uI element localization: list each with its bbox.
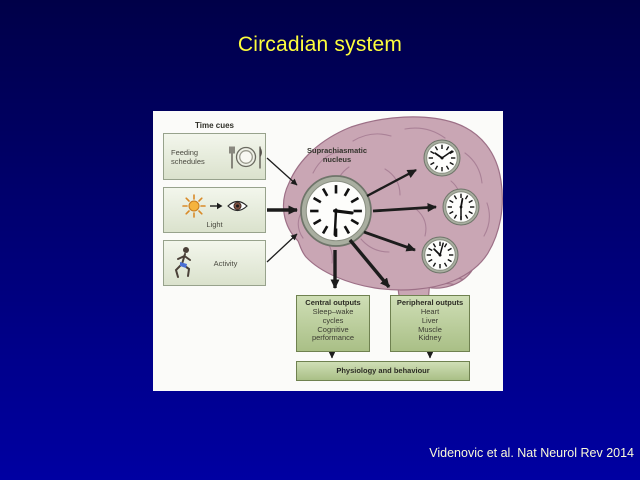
physiology-behaviour-box: Physiology and behaviour <box>296 361 470 381</box>
arrow-activity-to-brain <box>266 233 298 263</box>
peripheral-outputs-box: Peripheral outputs Heart Liver Muscle Ki… <box>390 295 470 352</box>
arrow-clock-to-peripheral-outputs <box>348 238 391 289</box>
arrow-clock-to-bottom-clock <box>363 230 416 252</box>
peripheral-clock-bottom <box>421 236 459 274</box>
peripheral-outputs-title: Peripheral outputs <box>396 298 464 307</box>
diagram-panel: Time cues Feeding schedules <box>153 111 503 391</box>
arrow-feeding-to-brain <box>266 157 298 186</box>
central-outputs-box: Central outputs Sleep–wake cycles Cognit… <box>296 295 370 352</box>
runner-icon <box>174 247 191 278</box>
feeding-schedules-label: Feeding schedules <box>171 147 205 166</box>
small-arrow-icon <box>209 202 222 210</box>
peripheral-clock-top <box>423 139 461 177</box>
peripheral-clock-middle <box>442 188 480 226</box>
circadian-diagram-graphic <box>266 116 503 359</box>
activity-label: Activity <box>213 258 238 268</box>
eye-icon <box>226 200 248 212</box>
cutlery-plate-icon <box>229 145 262 169</box>
activity-box: Activity <box>163 240 266 286</box>
peripheral-outputs-items: Heart Liver Muscle Kidney <box>418 306 442 343</box>
suprachiasmatic-nucleus-label: Suprachiasmatic nucleus <box>306 146 368 164</box>
sun-icon <box>181 194 206 218</box>
light-label: Light <box>206 220 223 229</box>
central-outputs-title: Central outputs <box>305 298 361 307</box>
light-box: Light <box>163 187 266 233</box>
central-outputs-items: Sleep–wake cycles Cognitive performance <box>311 306 355 343</box>
time-cues-label: Time cues <box>195 121 234 130</box>
diagram-arrows <box>266 157 437 359</box>
arrow-clock-to-middle-clock <box>372 203 437 213</box>
scn-clock <box>300 175 372 247</box>
arrow-clock-to-top-clock <box>366 168 417 198</box>
citation-text: Videnovic et al. Nat Neurol Rev 2014 <box>429 446 634 460</box>
light-icons-row <box>164 194 265 218</box>
feeding-schedules-box: Feeding schedules <box>163 133 266 180</box>
page-title: Circadian system <box>237 33 403 56</box>
